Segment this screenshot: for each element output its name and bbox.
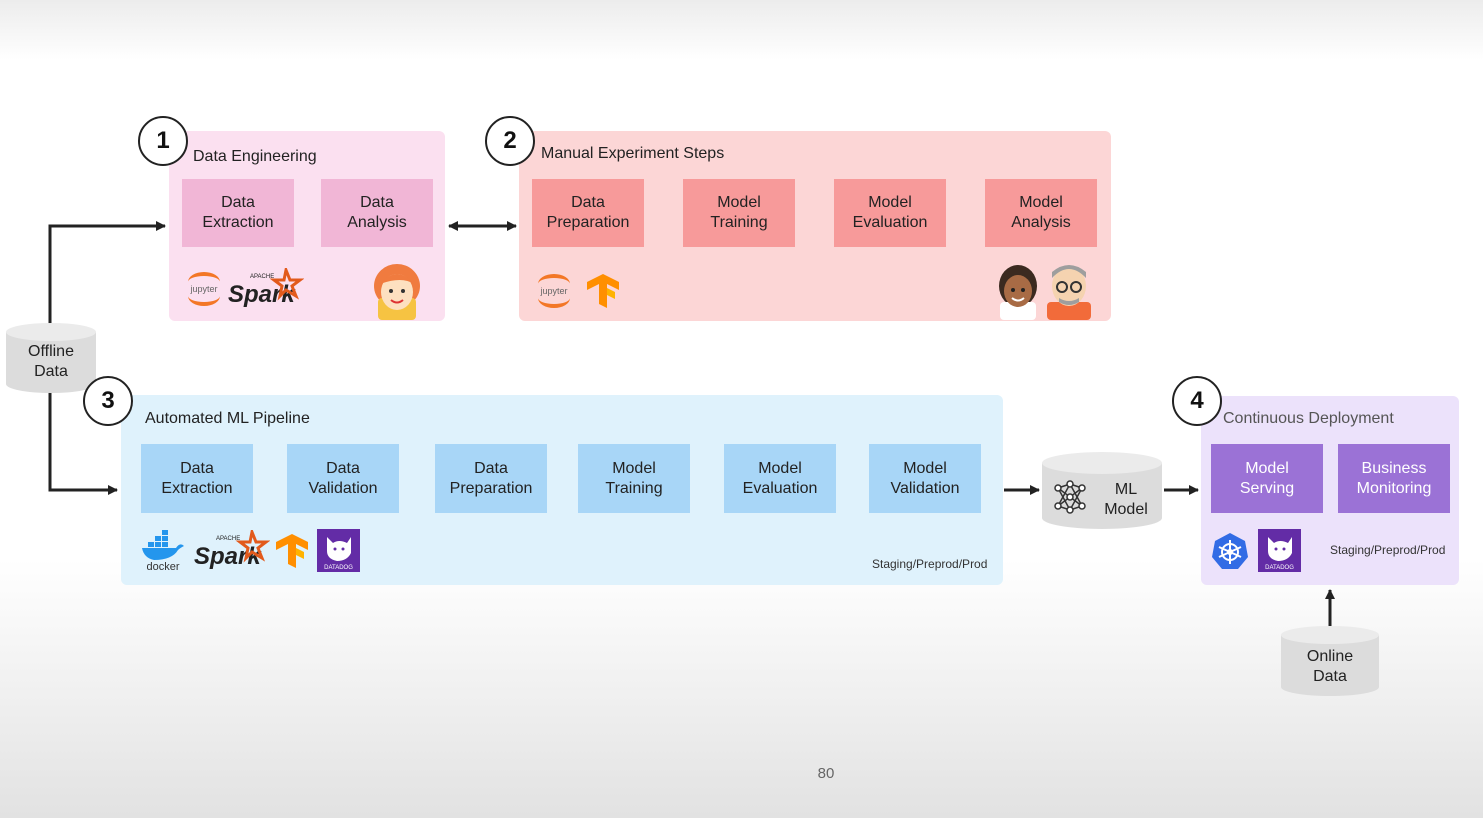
database-cylinder-icon	[1281, 626, 1379, 696]
step-number-1: 1	[138, 116, 188, 166]
online-data-store: Online Data	[1280, 625, 1380, 697]
p2-model-training: Model Training	[683, 179, 795, 247]
offline-data-label: Offline Data	[28, 343, 74, 380]
ml-model-label: ML Model	[1104, 481, 1148, 518]
online-data-label: Online Data	[1306, 648, 1354, 685]
step-number-3: 3	[83, 376, 133, 426]
kubernetes-icon	[1211, 532, 1249, 570]
continuous-deployment-title: Continuous Deployment	[1223, 410, 1394, 427]
spark-icon: APACHE Spark	[226, 264, 305, 310]
p2-model-evaluation: Model Evaluation	[834, 179, 946, 247]
spark-logo-text: Spark	[228, 281, 296, 308]
arrow-offline-to-data-engineering	[48, 221, 166, 325]
spark-apache-text: APACHE	[250, 274, 274, 280]
automated-pipeline-panel	[121, 395, 1003, 585]
person-avatar-icon	[372, 262, 422, 320]
tensorflow-icon	[585, 272, 621, 310]
jupyter-icon: jupyter	[184, 268, 224, 308]
arrow-offline-to-pipeline	[48, 392, 118, 495]
p1-data-analysis: Data Analysis	[321, 179, 433, 247]
spark-apache-text: APACHE	[216, 536, 240, 542]
p2-model-analysis: Model Analysis	[985, 179, 1097, 247]
p4-model-serving: Model Serving	[1211, 444, 1323, 513]
p3-model-validation: Model Validation	[869, 444, 981, 513]
p2-data-preparation: Data Preparation	[532, 179, 644, 247]
ml-model-store: ML Model	[1041, 452, 1163, 530]
spark-icon: APACHE Spark	[192, 526, 271, 572]
data-engineering-title: Data Engineering	[193, 148, 317, 165]
manual-experiment-title: Manual Experiment Steps	[541, 145, 725, 162]
jupyter-icon: jupyter	[534, 270, 574, 310]
docker-icon: docker	[140, 530, 186, 573]
step-number-2: 2	[485, 116, 535, 166]
jupyter-logo-text: jupyter	[539, 286, 567, 296]
offline-data-store: Offline Data	[5, 322, 97, 394]
spark-logo-text: Spark	[194, 543, 262, 570]
p3-data-extraction: Data Extraction	[141, 444, 253, 513]
docker-logo-text: docker	[146, 561, 179, 572]
tensorflow-icon	[274, 532, 310, 570]
p3-data-validation: Data Validation	[287, 444, 399, 513]
page-number: 80	[817, 765, 835, 782]
datadog-icon: DATADOG	[1258, 529, 1301, 572]
step-number-4: 4	[1172, 376, 1222, 426]
datadog-logo-text: DATADOG	[324, 565, 353, 571]
p1-data-extraction: Data Extraction	[182, 179, 294, 247]
person-avatar-icon	[1045, 258, 1093, 320]
automated-pipeline-title: Automated ML Pipeline	[145, 410, 310, 427]
neural-network-icon	[1054, 480, 1086, 514]
p3-model-evaluation: Model Evaluation	[724, 444, 836, 513]
database-cylinder-icon	[6, 323, 96, 393]
datadog-icon: DATADOG	[317, 529, 360, 572]
p4-environment-label: Staging/Preprod/Prod	[1330, 543, 1446, 557]
jupyter-logo-text: jupyter	[189, 284, 217, 294]
p4-business-monitoring: Business Monitoring	[1338, 444, 1450, 513]
p3-data-preparation: Data Preparation	[435, 444, 547, 513]
p3-model-training: Model Training	[578, 444, 690, 513]
p3-environment-label: Staging/Preprod/Prod	[872, 557, 988, 571]
datadog-logo-text: DATADOG	[1265, 565, 1294, 571]
person-avatar-icon	[996, 262, 1040, 320]
